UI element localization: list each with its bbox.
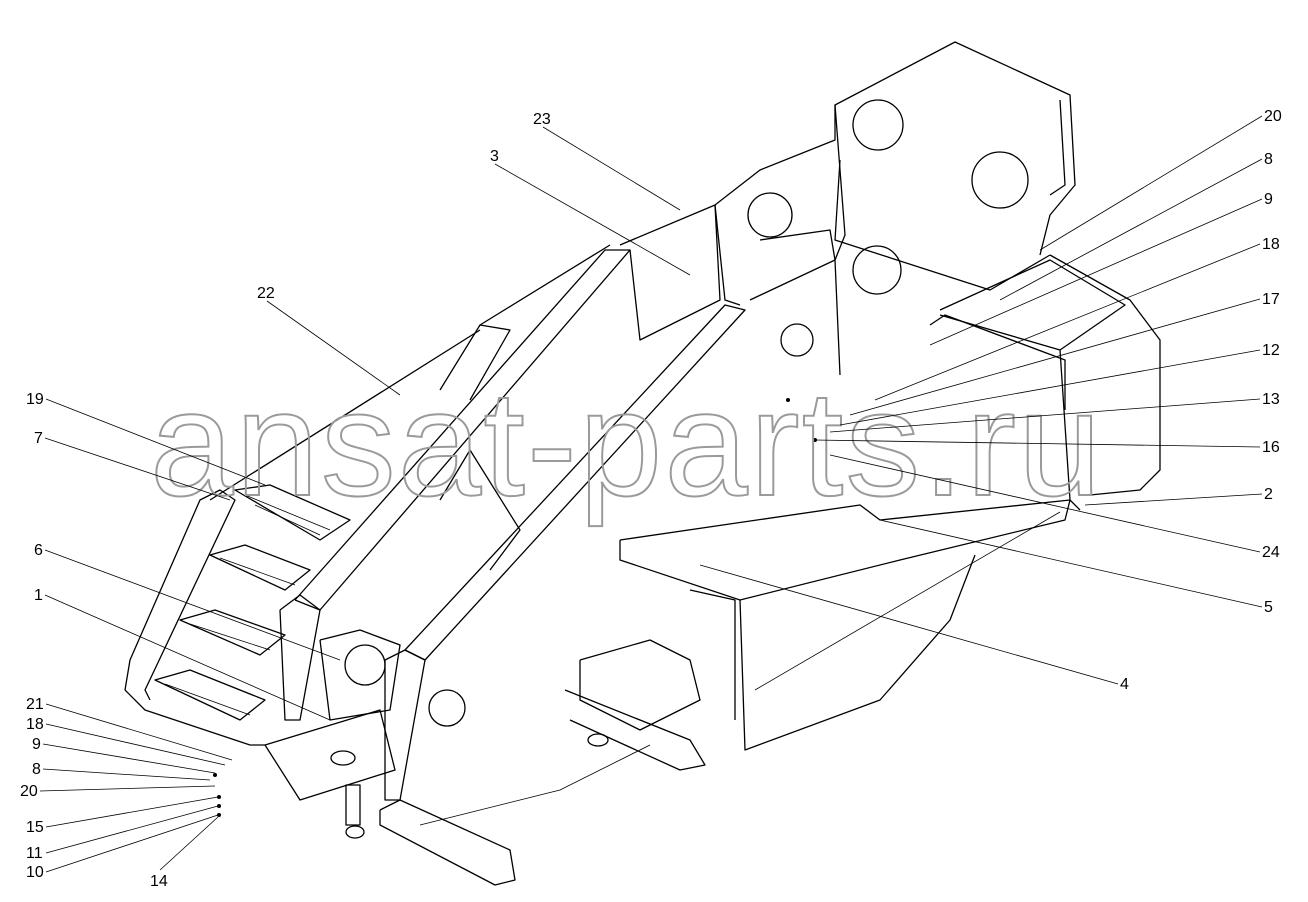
callout-label: 18 — [26, 716, 44, 733]
callout-label: 20 — [1264, 108, 1282, 125]
leader-line — [929, 198, 1263, 346]
callout-19: 19 — [26, 391, 266, 486]
leader-line — [266, 300, 401, 396]
leader-line — [42, 768, 211, 781]
callout-label: 14 — [150, 873, 168, 890]
callout-label: 3 — [490, 148, 499, 165]
callout-label: 22 — [257, 285, 275, 302]
leader-line — [45, 398, 266, 486]
callout-label: 4 — [1120, 676, 1129, 693]
leader-line — [999, 158, 1263, 301]
callout-8: 8 — [32, 761, 211, 781]
callout-label: 24 — [1262, 544, 1280, 561]
leader-line — [879, 519, 1263, 608]
watermark: ansat-parts.ru — [150, 359, 1103, 527]
leader-line — [1039, 115, 1263, 251]
callout-13: 13 — [829, 391, 1280, 433]
callout-label: 16 — [1262, 439, 1280, 456]
leader-line — [45, 814, 219, 873]
leader-line — [829, 398, 1261, 433]
callout-label: 5 — [1264, 599, 1273, 616]
leader-line — [1084, 493, 1263, 506]
leader-line — [45, 796, 219, 828]
callout-label: 13 — [1262, 391, 1280, 408]
callout-label: 6 — [34, 542, 43, 559]
callout-label: 18 — [1262, 236, 1280, 253]
callout-10: 10 — [26, 814, 219, 881]
leader-line — [849, 298, 1261, 416]
callout-20: 20 — [20, 783, 216, 800]
stair-steps — [154, 484, 351, 721]
callout-11: 11 — [26, 805, 219, 862]
callout-17: 17 — [849, 291, 1280, 416]
callout-label: 20 — [20, 783, 38, 800]
leader-line — [874, 243, 1261, 401]
callout-21: 21 — [26, 696, 233, 761]
leader-line — [839, 349, 1261, 426]
callout-24: 24 — [829, 454, 1280, 561]
leader-line — [494, 163, 691, 276]
callout-label: 1 — [34, 587, 43, 604]
leader-line — [159, 816, 219, 871]
step-grating — [164, 494, 331, 716]
leader-line — [44, 594, 331, 721]
leader-line — [45, 703, 233, 761]
callout-16: 16 — [814, 439, 1280, 456]
callout-label: 21 — [26, 696, 44, 713]
leader-line — [39, 785, 216, 792]
leader-line — [44, 437, 231, 501]
leader-line — [44, 549, 341, 661]
callout-label: 15 — [26, 819, 44, 836]
leader-line — [45, 723, 226, 766]
leader-line — [45, 805, 219, 854]
callout-15: 15 — [26, 796, 219, 836]
callout-18: 18 — [26, 716, 226, 766]
callout-18: 18 — [874, 236, 1280, 401]
callout-label: 8 — [1264, 151, 1273, 168]
callout-label: 19 — [26, 391, 44, 408]
callout-label: 11 — [26, 845, 43, 862]
callout-label: 2 — [1264, 486, 1273, 503]
callout-4: 4 — [699, 564, 1129, 693]
leader-line — [542, 126, 681, 211]
leader-line — [814, 439, 1261, 448]
callout-23: 23 — [533, 111, 681, 211]
callout-label: 7 — [34, 430, 43, 447]
callout-5: 5 — [879, 519, 1273, 616]
callout-label: 9 — [1264, 191, 1273, 208]
callout-9: 9 — [929, 191, 1273, 346]
callout-6: 6 — [34, 542, 341, 661]
callout-7: 7 — [34, 430, 231, 501]
callout-label: 8 — [32, 761, 41, 778]
callout-22: 22 — [257, 285, 401, 396]
callouts: 20 8 9 18 17 12 13 16 2 24 5 4 23 3 22 19 7 6 1 21 18 9 8 20 15 1… — [20, 108, 1282, 890]
callout-label: 12 — [1262, 342, 1280, 359]
callout-1: 1 — [34, 587, 331, 721]
callout-label: 17 — [1262, 291, 1280, 308]
callout-20: 20 — [1039, 108, 1282, 251]
callout-label: 10 — [26, 864, 44, 881]
callout-8: 8 — [999, 151, 1273, 301]
callout-3: 3 — [490, 148, 691, 276]
callout-14: 14 — [150, 816, 219, 890]
callout-label: 9 — [32, 736, 41, 753]
leader-line — [829, 454, 1261, 553]
callout-label: 23 — [533, 111, 551, 128]
callout-2: 2 — [1084, 486, 1273, 506]
leader-line — [699, 564, 1119, 685]
callout-12: 12 — [839, 342, 1280, 426]
callout-9: 9 — [32, 736, 216, 774]
leader-line — [42, 743, 216, 774]
